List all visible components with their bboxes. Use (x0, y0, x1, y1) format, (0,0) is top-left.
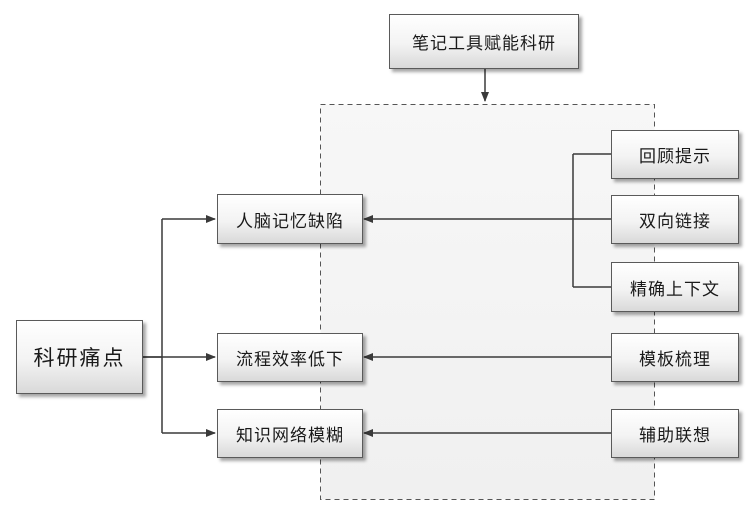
tool-assoc-node: 辅助联想 (611, 409, 739, 458)
pain-efficiency-node: 流程效率低下 (217, 333, 363, 382)
tool-bilink-node: 双向链接 (611, 195, 739, 244)
root-node: 科研痛点 (16, 320, 143, 394)
tool-template-node: 模板梳理 (611, 333, 739, 382)
tool-context-node: 精确上下文 (611, 262, 739, 312)
top-node: 笔记工具赋能科研 (389, 14, 579, 69)
pain-memory-node: 人脑记忆缺陷 (217, 194, 363, 244)
pain-knowledge-node: 知识网络模糊 (217, 409, 363, 458)
tool-review-node: 回顾提示 (611, 130, 739, 179)
dashed-panel (320, 104, 655, 500)
